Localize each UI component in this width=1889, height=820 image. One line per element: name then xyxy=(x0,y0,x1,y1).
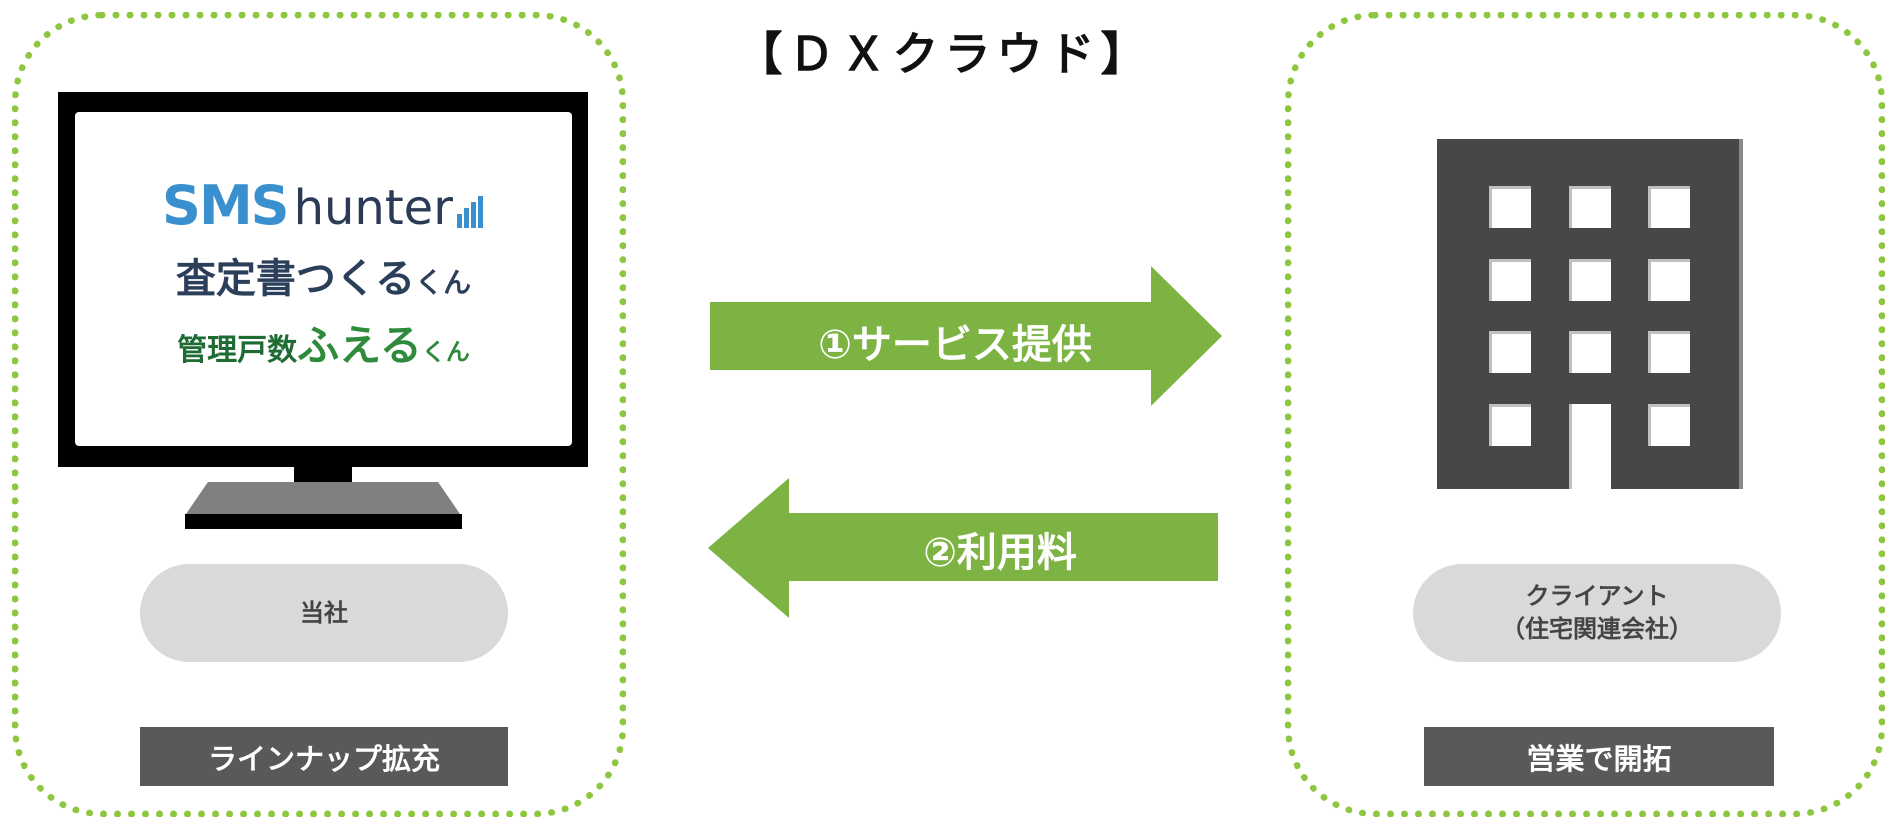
building-window xyxy=(1489,404,1531,446)
client-label: クライアント xyxy=(1525,582,1669,610)
signal-bars-icon xyxy=(456,196,485,228)
fueru-logo-suffix: くん xyxy=(421,338,470,366)
left-panel-border xyxy=(12,12,626,817)
monitor-base xyxy=(185,514,462,529)
building-window xyxy=(1569,186,1611,228)
building-window xyxy=(1648,404,1690,446)
fee-arrow-left xyxy=(708,478,1218,618)
company-label: 当社 xyxy=(300,598,348,627)
lineup-label-box: ラインナップ拡充 xyxy=(140,727,508,786)
fueru-logo-prefix: 管理戸数 xyxy=(177,333,298,368)
lineup-label: ラインナップ拡充 xyxy=(207,741,440,776)
service-arrow-right xyxy=(710,266,1222,406)
fee-arrow-label: ②利用料 xyxy=(923,530,1077,576)
fueru-logo-main: ふえる xyxy=(297,321,422,370)
building-door xyxy=(1569,404,1611,489)
building-window xyxy=(1648,186,1690,228)
sales-label-box: 営業で開拓 xyxy=(1424,727,1774,786)
monitor-stand xyxy=(186,482,460,514)
client-pill: クライアント （住宅関連会社） xyxy=(1413,564,1781,662)
sales-label: 営業で開拓 xyxy=(1526,741,1672,776)
building-window xyxy=(1489,259,1531,301)
satei-logo-suffix: くん xyxy=(415,266,472,299)
sms-hunter-logo-sms: SMS xyxy=(162,174,290,237)
building-window xyxy=(1648,331,1690,373)
building-window xyxy=(1648,259,1690,301)
service-arrow-label: ①サービス提供 xyxy=(818,322,1092,368)
building-window xyxy=(1489,186,1531,228)
monitor-screen xyxy=(75,112,572,446)
diagram-title: 【ＤＸクラウド】 xyxy=(736,27,1153,81)
building-window xyxy=(1489,331,1531,373)
satei-logo: 査定書つくるくん xyxy=(75,246,572,304)
client-sublabel: （住宅関連会社） xyxy=(1501,615,1693,643)
fueru-logo: 管理戸数ふえるくん xyxy=(75,312,572,373)
satei-logo-main: 査定書つくる xyxy=(175,256,416,302)
building-window xyxy=(1569,331,1611,373)
company-pill: 当社 xyxy=(140,564,508,662)
building-window xyxy=(1569,259,1611,301)
right-panel-border xyxy=(1285,12,1885,817)
sms-hunter-logo-hunter: hunter xyxy=(293,180,453,236)
